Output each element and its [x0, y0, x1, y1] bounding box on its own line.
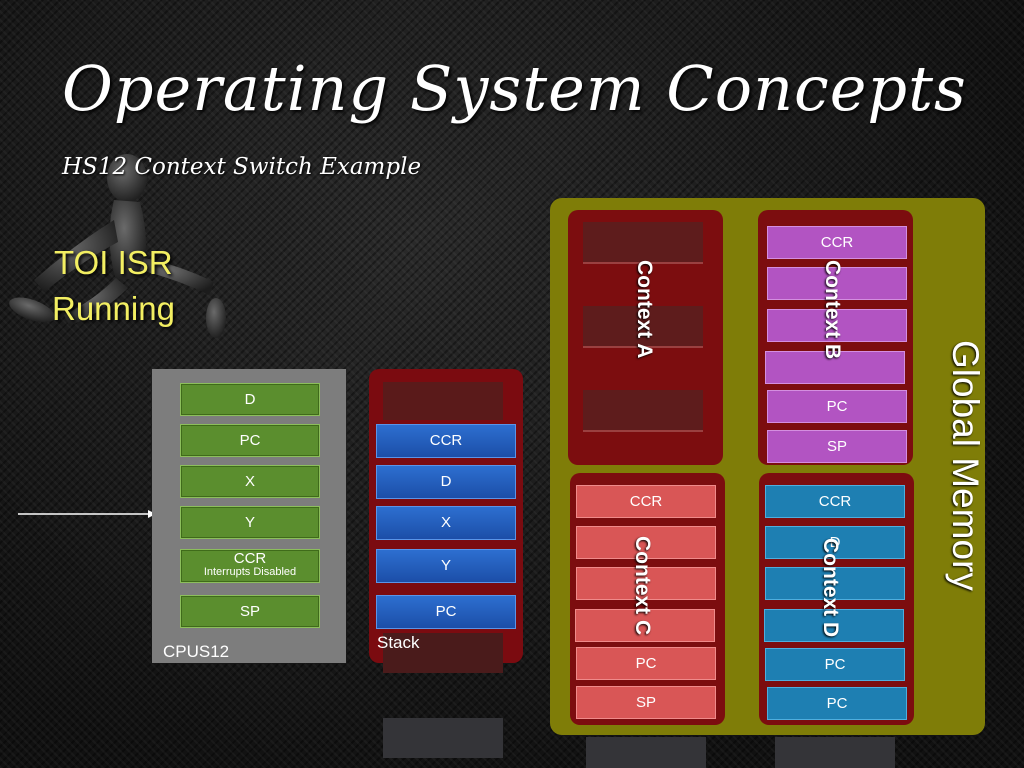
context-b-register-ccr: CCR: [767, 226, 907, 259]
context-a-title: Context A: [633, 260, 656, 359]
stack-entry-d: D: [376, 465, 516, 499]
stack-empty-slot: [383, 382, 503, 420]
ccr-interrupts-note: Interrupts Disabled: [203, 566, 297, 578]
memory-extra-slot: [775, 737, 895, 768]
context-b-register: [765, 351, 905, 384]
memory-extra-slot: [586, 737, 706, 768]
context-d-register-pc: PC: [765, 648, 905, 681]
stack-label: Stack: [377, 633, 420, 652]
cpu-label: CPUS12: [163, 642, 230, 661]
cpu-register-d: D: [180, 383, 320, 416]
context-b-register-sp: SP: [767, 430, 907, 463]
context-c-register-pc: PC: [576, 647, 716, 680]
context-d-register-ccr: CCR: [765, 485, 905, 518]
cpu-register-sp: SP: [180, 595, 320, 628]
isr-status-line1: TOI ISR: [54, 244, 173, 281]
stack-entry-x: X: [376, 506, 516, 540]
cpu-register-ccr-label: CCR: [233, 550, 267, 567]
context-a-slot: [583, 306, 703, 348]
cpu-register-x: X: [180, 465, 320, 498]
context-c-register: [576, 526, 716, 559]
stack-entry-pc: PC: [376, 595, 516, 629]
context-c-register: [575, 609, 715, 642]
context-c-register-sp: SP: [576, 686, 716, 719]
stick-figure-illustration: [9, 154, 226, 338]
slide-subtitle: HS12 Context Switch Example: [62, 154, 422, 180]
context-a-slot: [583, 222, 703, 264]
stack-entry-y: Y: [376, 549, 516, 583]
cpu-register-y: Y: [180, 506, 320, 539]
isr-status-line2: Running: [52, 290, 175, 327]
slide-title: Operating System Concepts: [62, 52, 967, 125]
arrow-right-icon: [18, 510, 156, 518]
stack-free-slot: [383, 633, 503, 673]
isr-status-label: TOI ISR Running: [52, 240, 175, 332]
context-d-register: [765, 567, 905, 600]
context-c-title: Context C: [631, 536, 654, 636]
context-b-register-pc: PC: [767, 390, 907, 423]
cpu-register-ccr: CCR Interrupts Disabled: [180, 549, 320, 583]
context-b-title: Context B: [821, 260, 844, 360]
context-d-register-pc: PC: [767, 687, 907, 720]
context-c-register: [576, 567, 716, 600]
global-memory-label: Global Memory: [945, 340, 986, 591]
context-d-register: [764, 609, 904, 642]
context-d-title: Context D: [819, 538, 842, 638]
context-b-register: [767, 309, 907, 342]
context-c-register-ccr: CCR: [576, 485, 716, 518]
context-b-register: [767, 267, 907, 300]
context-d-register-d: D: [765, 526, 905, 559]
context-a-slot: [583, 390, 703, 432]
stack-entry-ccr: CCR: [376, 424, 516, 458]
stack-extra-slot: [383, 718, 503, 758]
cpu-register-pc: PC: [180, 424, 320, 457]
